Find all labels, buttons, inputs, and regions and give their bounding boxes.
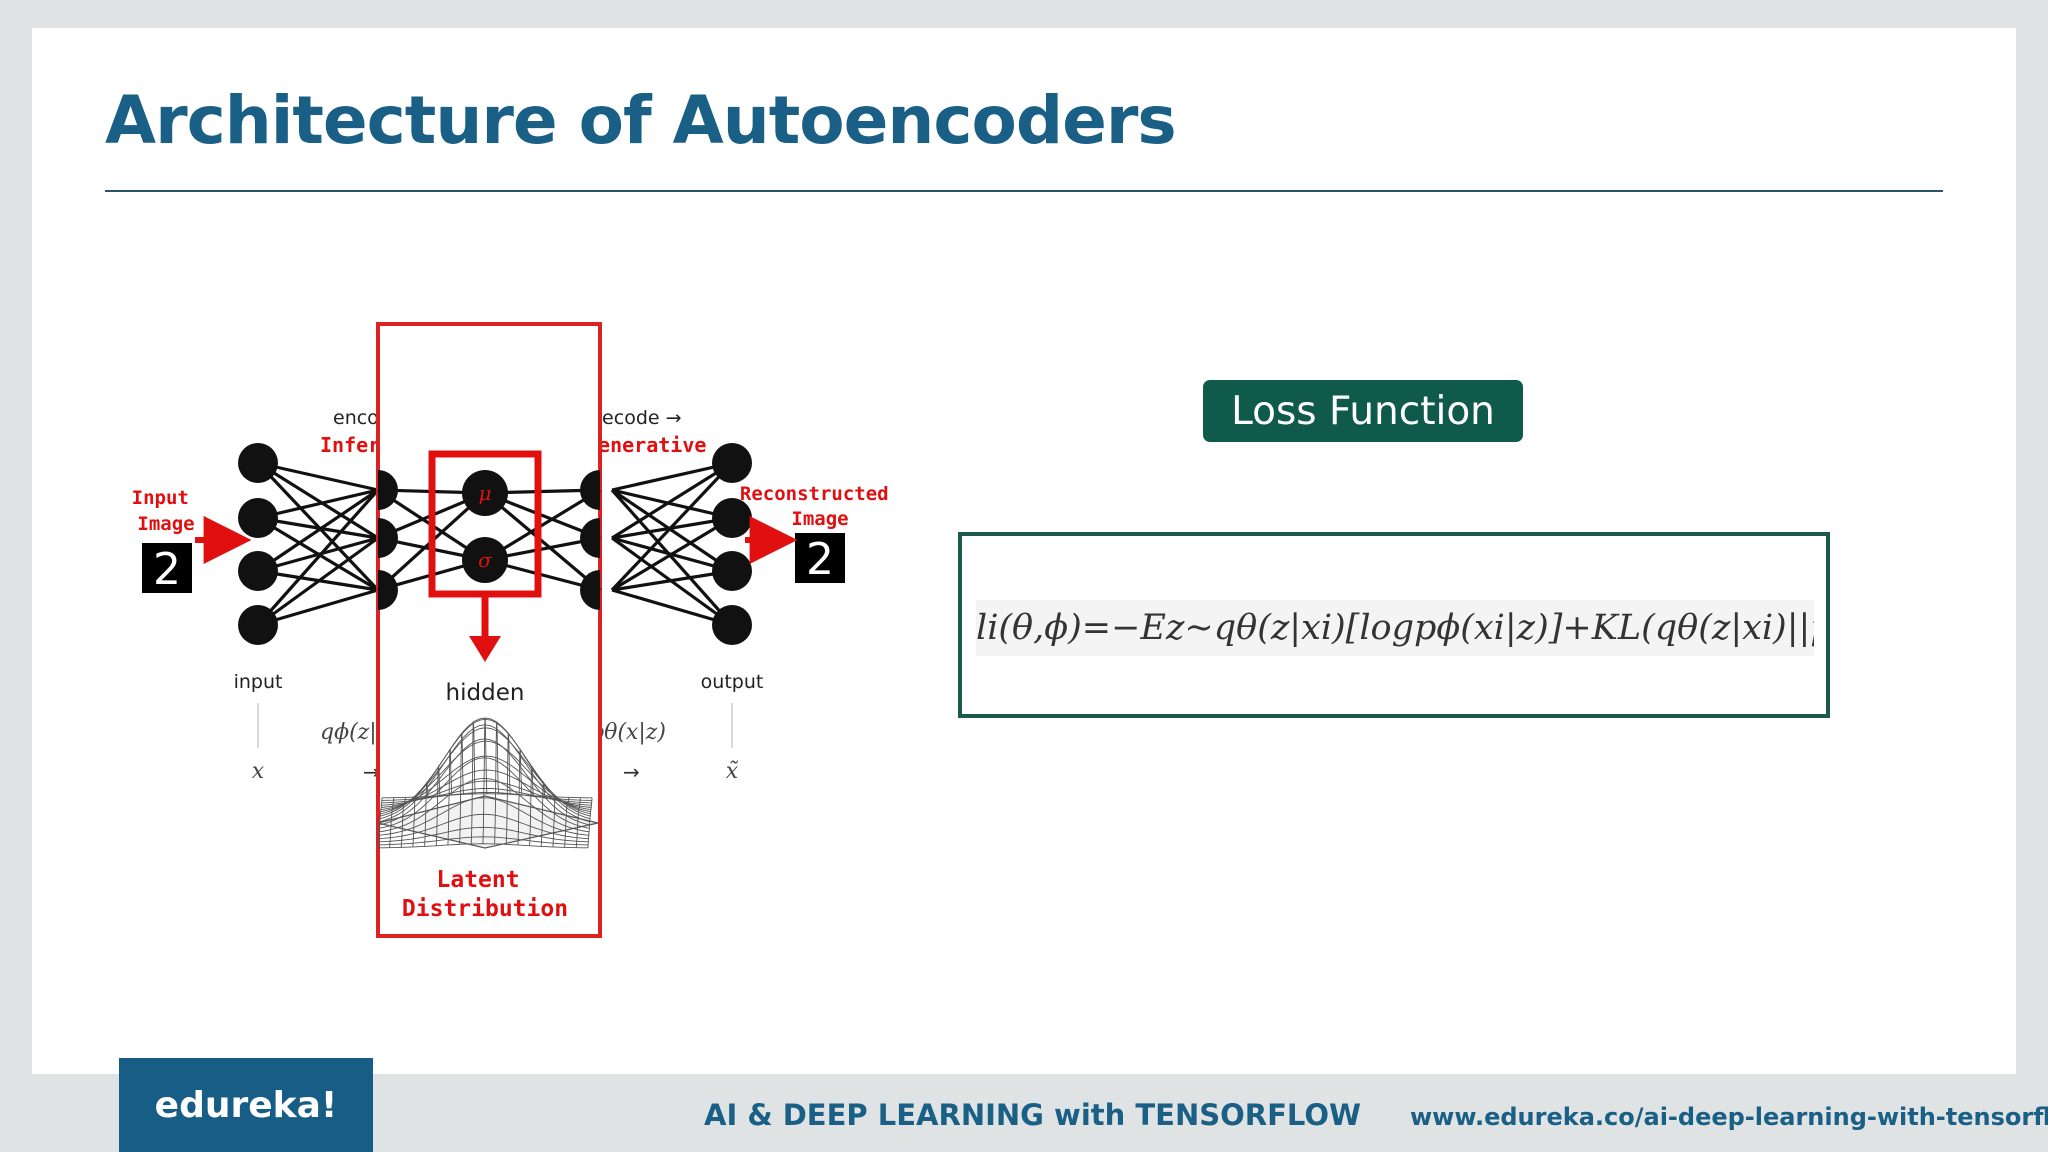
- surface-mesh-line: [575, 797, 581, 848]
- latent-distribution-label: Latent Distribution: [402, 867, 568, 922]
- output-layer-node: [712, 443, 752, 483]
- mu-symbol: μ: [479, 481, 492, 505]
- surface-mesh-line: [389, 797, 395, 848]
- gaussian-surface-plot: [377, 717, 599, 849]
- x-variable: x: [252, 759, 265, 784]
- encoder-connection: [257, 588, 379, 627]
- title-divider: [105, 190, 1943, 192]
- decoder-connection: [611, 461, 733, 540]
- surface-mesh-line: [505, 732, 511, 845]
- encoder-flow-arrow: →: [363, 760, 380, 784]
- input-label: input: [234, 671, 283, 693]
- surface-mesh-line: [412, 795, 418, 848]
- surface-mesh-line: [470, 721, 476, 844]
- hidden-layer-node: [378, 570, 398, 610]
- decoder-connection: [611, 569, 733, 592]
- surface-mesh-line: [400, 797, 406, 848]
- decoder-connection: [611, 488, 733, 573]
- sigma-symbol: σ: [478, 548, 493, 572]
- surface-mesh-line: [517, 748, 523, 846]
- hidden-layer-node: [378, 518, 398, 558]
- generative-label: Generative: [586, 433, 706, 457]
- surface-mesh-line: [564, 797, 570, 848]
- loss-function-badge: Loss Function: [1203, 380, 1523, 442]
- hidden-layer-node: [580, 518, 600, 558]
- decoder-connection: [610, 488, 734, 627]
- encoder-connection: [257, 461, 379, 492]
- surface-mesh-line: [377, 797, 383, 848]
- output-label: output: [701, 671, 764, 693]
- hidden-layer-node: [580, 570, 600, 610]
- autoencoder-diagram: encode → Inference decode → Generative I…: [132, 322, 900, 938]
- reconstructed-word-2: Image: [791, 508, 848, 530]
- surface-mesh-line: [447, 748, 453, 846]
- reconstructed-image-label: Reconstructed Image: [740, 483, 900, 530]
- output-layer-node: [712, 551, 752, 591]
- decode-label: decode →: [590, 407, 682, 429]
- input-image-word-2: Image: [137, 513, 194, 535]
- hidden-label: hidden: [446, 680, 525, 706]
- sigma-node: [462, 537, 508, 583]
- decoder-flow-arrow: →: [623, 760, 640, 784]
- surface-mesh-line: [494, 721, 500, 844]
- encoder-connection: [257, 488, 379, 520]
- input-layer-node: [238, 551, 278, 591]
- footer-url: www.edureka.co/ai-deep-learning-with-ten…: [1410, 1103, 2048, 1131]
- mu-node: [462, 470, 508, 516]
- edureka-logo: edureka!: [119, 1058, 373, 1152]
- encoder-connection: [257, 461, 379, 540]
- input-layer-node: [238, 605, 278, 645]
- output-layer-node: [712, 498, 752, 538]
- surface-mesh-line: [435, 765, 441, 846]
- decoder-connection: [611, 461, 733, 492]
- distribution-word: Distribution: [402, 896, 568, 922]
- input-image-word-1: Input: [132, 487, 189, 509]
- encoder-connection: [257, 536, 379, 627]
- encoder-connection: [256, 488, 380, 627]
- encoder-connection: [257, 536, 379, 573]
- output-digit-image: 2: [795, 533, 845, 585]
- surface-mesh-line: [540, 780, 546, 847]
- output-layer-node: [712, 605, 752, 645]
- decoder-connection: [611, 516, 733, 592]
- surface-mesh-line: [482, 717, 488, 844]
- loss-formula: li(θ,ϕ)=−Ez∼qθ(z|xi)[logpϕ(xi|z)]+KL(qθ(…: [976, 600, 1814, 656]
- surface-mesh-line: [529, 765, 535, 846]
- svg-text:2: 2: [153, 544, 181, 595]
- input-image-label: Input Image: [132, 487, 201, 535]
- input-layer-node: [238, 443, 278, 483]
- surface-mesh-line: [552, 795, 558, 848]
- p-theta-label: pθ(x|z): [590, 720, 666, 745]
- input-digit-image: 2: [142, 543, 192, 595]
- sample-arrow-head: [469, 636, 501, 662]
- decoder-connection: [611, 488, 733, 520]
- latent-word: Latent: [437, 867, 520, 893]
- encoder-connection: [257, 516, 379, 540]
- surface-mesh-line: [587, 797, 593, 848]
- hidden-layer-node: [378, 470, 398, 510]
- hidden-layer-node: [580, 470, 600, 510]
- encoder-connection: [257, 488, 379, 573]
- surface-mesh-line: [459, 732, 465, 845]
- svg-text:2: 2: [806, 534, 834, 585]
- latent-to-decoder-connection: [483, 491, 602, 592]
- x-tilde-variable: x̃: [726, 759, 739, 784]
- decoder-connection: [611, 588, 733, 627]
- slide-title: Architecture of Autoencoders: [105, 82, 1177, 159]
- footer-course-title: AI & DEEP LEARNING with TENSORFLOW: [704, 1098, 1362, 1132]
- decoder-connection: [610, 461, 734, 592]
- surface-mesh-line: [424, 780, 430, 847]
- loss-formula-box: li(θ,ϕ)=−Ez∼qθ(z|xi)[logpϕ(xi|z)]+KL(qθ(…: [958, 532, 1830, 718]
- input-layer-node: [238, 498, 278, 538]
- reconstructed-word-1: Reconstructed: [740, 483, 889, 505]
